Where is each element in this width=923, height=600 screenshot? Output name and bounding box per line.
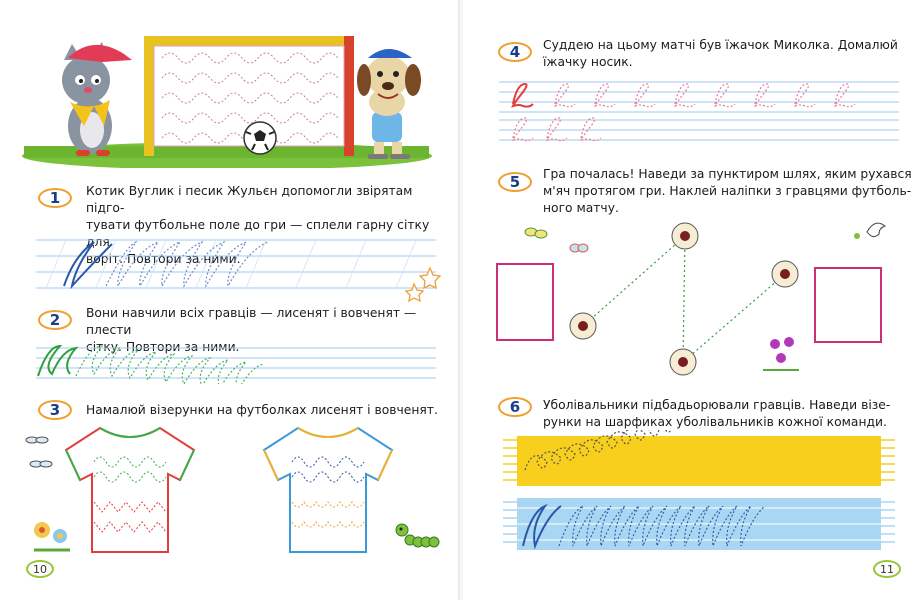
handwriting-lines-task-2	[36, 344, 436, 384]
soccer-ball-icon	[243, 121, 277, 155]
sticker-frame-left	[496, 263, 554, 341]
task-instruction-3: Намалюй візерунки на футболках лисенят і…	[86, 403, 438, 417]
flower-icon	[763, 337, 799, 371]
scarf-icon	[503, 430, 895, 550]
ball-path-field	[496, 222, 887, 376]
butterfly-icon	[524, 227, 589, 253]
tshirt-icon	[262, 426, 394, 553]
bird-icon	[854, 222, 887, 239]
soccer-ball-icon	[771, 260, 799, 288]
scarf-blue	[503, 498, 895, 550]
task-instruction-4: Суддею на цьому матчі був їжачок Миколка…	[543, 38, 898, 69]
cat-icon	[62, 42, 132, 156]
task-instruction-1: Котик Вуглик і песик Жульєн допомогли зв…	[86, 184, 430, 266]
task-instruction-2: Вони навчили всіх гравців — лисенят і во…	[86, 306, 417, 354]
scarf-yellow	[503, 430, 895, 486]
sticker-frame-right	[814, 267, 882, 343]
handwriting-lines-task-4	[499, 81, 899, 142]
task-number-badge-2: 2	[38, 310, 72, 330]
football-scene-illustration	[22, 36, 432, 168]
task-number-badge-5: 5	[498, 172, 532, 192]
page-number: 10	[26, 560, 54, 578]
handwriting-lines-task-1	[36, 239, 436, 290]
soccer-ball-icon	[669, 348, 697, 376]
flower-icon	[34, 522, 70, 552]
task-instruction-5: Гра почалась! Наведи за пунктиром шлях, …	[543, 167, 912, 215]
right-page: 4 Суддею на цьому матчі був їжачок Микол…	[463, 0, 923, 600]
book-gutter	[458, 0, 465, 600]
tshirt-icon	[64, 426, 196, 553]
left-page: 1 Котик Вуглик і песик Жульєн допомогли …	[0, 0, 460, 600]
soccer-ball-icon	[671, 222, 699, 250]
task-number-badge-3: 3	[38, 400, 72, 420]
soccer-ball-icon	[569, 312, 597, 340]
star-icon	[404, 266, 442, 303]
task-number-badge-6: 6	[498, 397, 532, 417]
dog-icon	[357, 49, 421, 159]
task-number-badge-4: 4	[498, 42, 532, 62]
dragonfly-icon	[25, 436, 53, 468]
caterpillar-icon	[395, 523, 440, 548]
task-number-badge-1: 1	[38, 188, 72, 208]
page-number: 11	[873, 560, 901, 578]
task-instruction-6: Уболівальники підбадьорювали гравців. На…	[543, 398, 891, 429]
